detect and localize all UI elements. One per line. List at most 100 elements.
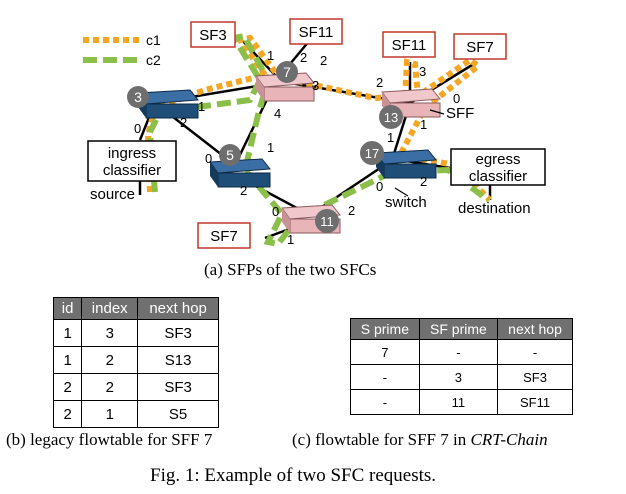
table-cell: S5	[137, 400, 219, 428]
table-cell: 3	[418, 364, 499, 390]
node-5-label: 5	[226, 147, 234, 163]
classifiers: ingress classifier egress classifier	[87, 140, 546, 186]
node-11-label: 11	[320, 214, 334, 229]
legend-c1-label: c1	[146, 32, 161, 48]
column-header: index	[81, 297, 139, 320]
caption-b: (b) legacy flowtable for SFF 7	[6, 430, 213, 449]
table-cell: SF3	[497, 364, 573, 390]
port-label: 3	[312, 78, 319, 93]
port-label: 3	[419, 64, 426, 79]
node-13-label: 13	[384, 110, 398, 125]
table-cell: S13	[137, 346, 219, 374]
legend-c2-label: c2	[146, 52, 161, 68]
table-cell: 1	[81, 400, 139, 428]
table-cell: 2	[52, 373, 83, 401]
port-label: 2	[180, 115, 187, 130]
table-row: 7 - -	[350, 339, 573, 365]
table-cell: 2	[81, 346, 139, 374]
table-row: - 11 SF11	[350, 389, 573, 415]
sff-label: SFF	[446, 105, 474, 122]
legend: c1 c2	[83, 32, 161, 68]
table-cell: 11	[418, 389, 499, 415]
switch-node-3: 3	[127, 86, 199, 119]
legacy-flowtable: id index next hop 1 3 SF3 1 2 S13 2 2 SF…	[52, 297, 219, 428]
column-header: next hop	[497, 318, 573, 340]
port-label: 0	[205, 151, 212, 166]
column-header: next hop	[137, 297, 219, 320]
column-header: S prime	[350, 318, 420, 340]
caption-c-prefix: (c) flowtable for SFF 7 in	[292, 430, 471, 449]
port-label: 2	[300, 50, 307, 65]
table-cell: SF11	[497, 389, 573, 415]
port-label: 0	[134, 121, 141, 136]
table-cell: -	[497, 339, 573, 365]
table-cell: 1	[52, 319, 83, 347]
table-cell: 2	[81, 373, 139, 401]
port-label: 0	[376, 179, 383, 194]
table-row: 1 3 SF3	[52, 319, 219, 347]
table-cell: 3	[81, 319, 139, 347]
sff-pointer	[429, 109, 445, 115]
table-cell: -	[350, 364, 420, 390]
table-cell: 7	[350, 339, 420, 365]
port-label: 4	[274, 106, 281, 121]
egress-classifier-line2: classifier	[469, 168, 527, 185]
port-numbers: 1 2 0 1 2 0 1 2 3 4 2 3 0 1 1 0 2 0 2 1 …	[134, 48, 460, 247]
sf3-box-label: SF3	[199, 27, 227, 44]
egress-classifier-line1: egress	[475, 151, 520, 168]
table-row: 2 2 SF3	[52, 373, 219, 401]
table-cell: SF3	[137, 319, 219, 347]
column-header: id	[52, 297, 83, 320]
port-label: 2	[348, 203, 355, 218]
table-row: 1 2 S13	[52, 346, 219, 374]
column-header: SF prime	[418, 318, 499, 340]
table-row: 2 1 S5	[52, 400, 219, 428]
port-label: 2	[320, 53, 327, 68]
c2-path	[146, 32, 490, 248]
table-cell: SF3	[137, 373, 219, 401]
table-cell: -	[418, 339, 499, 365]
switch-label: switch	[385, 194, 427, 211]
port-label: 0	[453, 91, 460, 106]
table-row: - 3 SF3	[350, 364, 573, 390]
source-label: source	[90, 186, 135, 203]
table-cell: 1	[52, 346, 83, 374]
c1-path	[144, 34, 493, 203]
sf7-box-label-bottom: SF7	[210, 228, 238, 245]
port-label: 1	[387, 130, 394, 145]
sf11-box-label-top: SF11	[299, 24, 334, 41]
sfp-diagram: c1 c2 3 5	[83, 18, 546, 249]
table-cell: -	[350, 389, 420, 415]
node-7-label: 7	[283, 64, 291, 80]
sf11-box-label-right: SF11	[392, 37, 427, 54]
port-label: 1	[287, 232, 294, 247]
switch-pointer	[394, 187, 409, 197]
sf-boxes: SF3 SF11 SF11 SF7 SF7	[190, 18, 507, 249]
node-17-label: 17	[365, 146, 379, 161]
destination-label: destination	[458, 200, 531, 217]
sff-node-11: 11	[281, 204, 341, 234]
port-label: 2	[240, 183, 247, 198]
caption-a: (a) SFPs of the two SFCs	[204, 260, 377, 279]
figure-caption: Fig. 1: Example of two SFC requests.	[150, 465, 437, 486]
table-cell: 2	[52, 400, 83, 428]
port-label: 1	[198, 99, 205, 114]
switch-node-5: 5	[209, 144, 271, 188]
port-label: 0	[272, 204, 279, 219]
ingress-classifier-line2: classifier	[103, 162, 161, 179]
sff-node-13: 13	[379, 88, 441, 129]
sff-node-7: 7	[255, 61, 315, 102]
port-label: 2	[420, 174, 427, 189]
switch-node-17: 17	[360, 141, 437, 179]
ingress-classifier-line1: ingress	[108, 145, 156, 162]
caption-c: (c) flowtable for SFF 7 in CRT-Chain	[292, 430, 548, 450]
free-labels: source destination switch SFF	[90, 105, 531, 217]
caption-c-italic: CRT-Chain	[470, 430, 548, 449]
crt-chain-flowtable: S prime SF prime next hop 7 - - - 3 SF3 …	[350, 318, 573, 415]
node-3-label: 3	[134, 89, 142, 105]
port-label: 1	[420, 117, 427, 132]
port-label: 1	[267, 48, 274, 63]
sf7-box-label-right: SF7	[466, 39, 494, 56]
port-label: 2	[376, 75, 383, 90]
port-label: 1	[267, 140, 274, 155]
